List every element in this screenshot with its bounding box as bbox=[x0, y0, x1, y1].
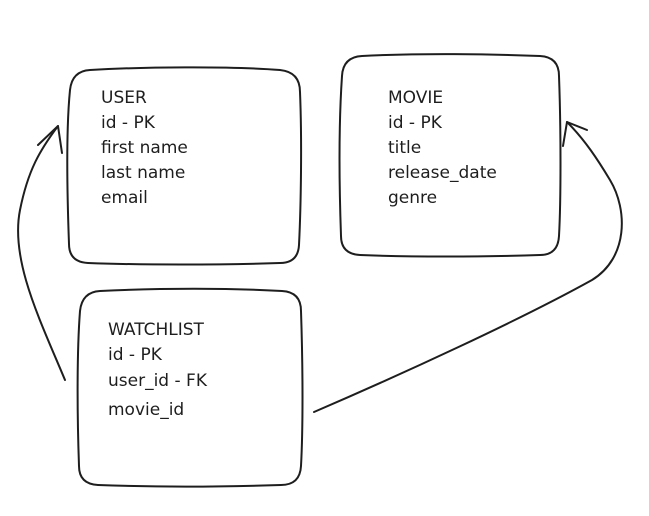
relationship-watchlist-user[interactable] bbox=[17, 125, 66, 381]
entity-watchlist-field-user-id: user_id - FK bbox=[108, 371, 208, 391]
entity-movie-field-title: title bbox=[388, 138, 421, 158]
entity-movie-field-id: id - PK bbox=[388, 113, 443, 133]
entity-movie[interactable]: MOVIE id - PK title release_date genre bbox=[338, 53, 562, 258]
arrow-watchlist-to-user bbox=[17, 125, 66, 381]
arrowhead-user bbox=[37, 125, 63, 154]
entity-user-field-first-name: first name bbox=[101, 138, 188, 158]
arrow-watchlist-to-movie bbox=[313, 121, 623, 413]
entity-watchlist-title: WATCHLIST bbox=[108, 320, 205, 340]
arrowhead-movie bbox=[562, 121, 588, 147]
entity-user-field-last-name: last name bbox=[101, 163, 185, 183]
entity-movie-title: MOVIE bbox=[388, 88, 443, 108]
entity-watchlist[interactable]: WATCHLIST id - PK user_id - FK movie_id bbox=[76, 287, 304, 488]
entity-user[interactable]: USER id - PK first name last name email bbox=[66, 66, 303, 266]
entity-movie-field-release-date: release_date bbox=[388, 163, 497, 183]
entity-user-box bbox=[66, 66, 303, 266]
entity-user-field-email: email bbox=[101, 188, 148, 208]
entity-user-title: USER bbox=[101, 88, 147, 108]
relationship-watchlist-movie[interactable] bbox=[313, 121, 623, 413]
entity-watchlist-field-id: id - PK bbox=[108, 345, 163, 365]
entity-movie-field-genre: genre bbox=[388, 188, 437, 208]
entity-watchlist-field-movie-id: movie_id bbox=[108, 400, 184, 420]
entity-movie-box bbox=[338, 53, 562, 258]
entity-user-field-id: id - PK bbox=[101, 113, 156, 133]
entity-watchlist-box bbox=[76, 287, 304, 488]
